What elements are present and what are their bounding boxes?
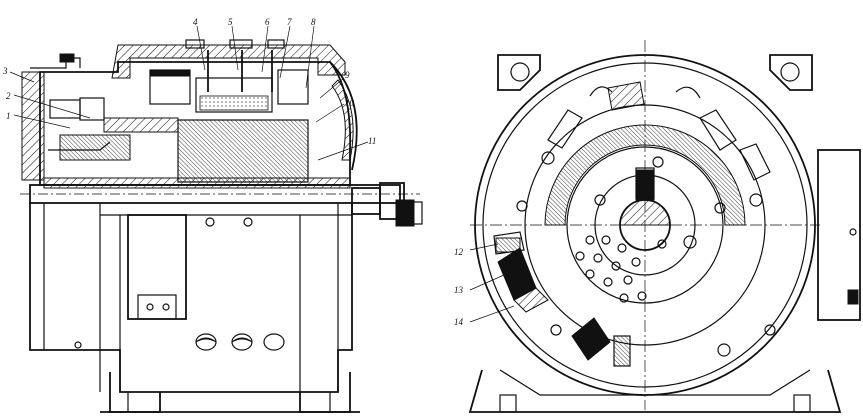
callout-8: 8	[311, 17, 316, 27]
callout-13: 13	[454, 285, 464, 295]
callout-7: 7	[287, 17, 292, 27]
callout-14: 14	[454, 317, 464, 327]
callout-3: 3	[2, 66, 8, 76]
callout-11: 11	[368, 136, 376, 146]
callout-5: 5	[228, 17, 233, 27]
end-view	[468, 40, 861, 413]
callout-4: 4	[193, 17, 198, 27]
callouts: 1 2 3 4 5 6 7 8 9 10 11 12 13 14	[2, 17, 464, 327]
callout-6: 6	[265, 17, 270, 27]
callout-10: 10	[345, 98, 355, 108]
callout-1: 1	[6, 111, 11, 121]
callout-2: 2	[6, 91, 11, 101]
bolt-pattern	[575, 235, 697, 303]
side-section-view	[9, 25, 423, 413]
callout-9: 9	[345, 70, 350, 80]
callout-12: 12	[454, 247, 464, 257]
